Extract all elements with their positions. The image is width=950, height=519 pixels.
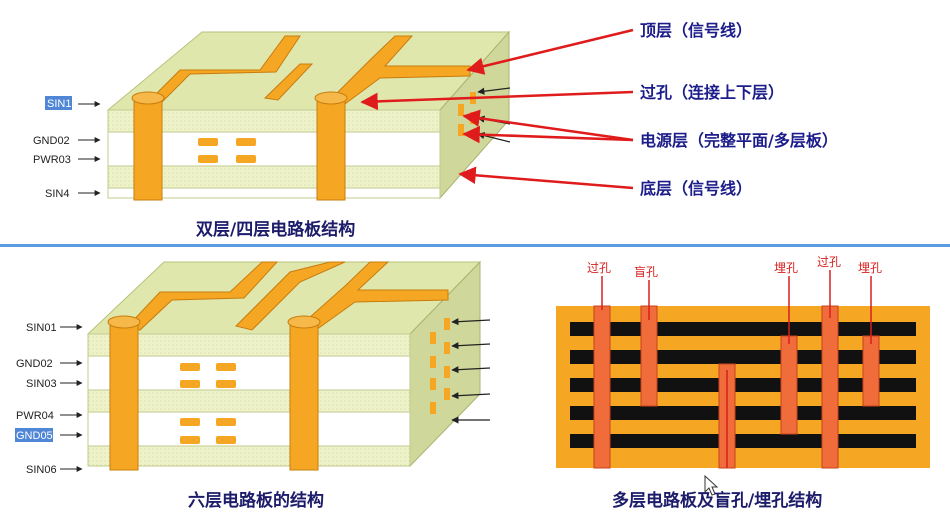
layer-front	[87, 411, 411, 447]
side-pad	[430, 402, 436, 414]
caption-six-layer: 六层电路板的结构	[188, 490, 324, 511]
black-layer	[570, 322, 916, 336]
caption-four-layer: 双层/四层电路板结构	[196, 219, 355, 240]
hole-label: 埋孔	[858, 261, 882, 275]
arrow-power-1	[462, 109, 634, 142]
side-pad	[458, 104, 464, 116]
arrow-bottom-layer	[458, 166, 634, 190]
callout-power-layer: 电源层（完整平面/多层板）	[640, 131, 838, 150]
hole-label: 盲孔	[634, 264, 658, 279]
six-layer-labels: SIN01 GND02 SIN03 PWR04 GND05 SIN06	[15, 322, 83, 476]
via-right	[289, 319, 319, 471]
side-arrow	[451, 392, 491, 400]
layer-label: GND02	[16, 358, 53, 370]
side-pad	[444, 318, 450, 330]
layer-gnd-pwr-front	[107, 131, 441, 167]
top-trace-mid	[263, 63, 314, 101]
callout-top-layer: 顶层（信号线）	[640, 21, 752, 40]
side-pad	[444, 388, 450, 400]
via-left	[133, 95, 163, 201]
inner-pad	[216, 418, 236, 426]
layer-label: PWR04	[16, 410, 54, 422]
blind-via	[640, 305, 658, 407]
arrow-power-2	[462, 125, 634, 144]
side-arrow	[477, 87, 511, 95]
buried-via	[780, 335, 798, 435]
inner-pad	[198, 155, 218, 163]
layer-label: SIN4	[45, 188, 69, 200]
caption-via-structure: 多层电路板及盲孔/埋孔结构	[612, 490, 822, 511]
via-left-pad	[131, 91, 165, 105]
inner-pad	[180, 418, 200, 426]
via-cross-section	[556, 270, 930, 469]
top-trace-right	[298, 261, 449, 331]
buried-via-right	[862, 335, 880, 407]
layer-bottom-front	[107, 187, 441, 199]
black-layer	[570, 406, 916, 420]
inner-pad	[216, 380, 236, 388]
inner-pad	[180, 363, 200, 371]
callout-arrows	[360, 28, 634, 190]
layer-label: SIN01	[26, 322, 57, 334]
callout-via: 过孔（连接上下层）	[640, 83, 784, 102]
side-pad	[430, 356, 436, 368]
gnd05-highlight	[15, 428, 53, 442]
callout-bottom-layer: 底层（信号线）	[640, 179, 752, 198]
side-pad	[430, 378, 436, 390]
layer-label: SIN06	[26, 464, 57, 476]
layer-label: SIN1	[47, 98, 71, 110]
inner-pad	[198, 138, 218, 146]
side-pad	[458, 124, 464, 136]
hole-label: 过孔	[817, 255, 841, 269]
via-right	[316, 95, 346, 201]
arrow-top-layer	[466, 28, 634, 75]
six-layer-board	[86, 260, 491, 471]
hole-label: 过孔	[587, 261, 611, 275]
layer-label: SIN03	[26, 378, 57, 390]
side-arrow	[451, 318, 491, 326]
sin1-highlight	[45, 96, 72, 110]
inner-pad	[216, 436, 236, 444]
arrow-via	[360, 90, 634, 111]
layer-label: GND05	[16, 430, 53, 442]
side-pad	[430, 332, 436, 344]
four-layer-board	[106, 30, 511, 201]
layer-front	[87, 355, 411, 391]
panel-divider	[0, 244, 950, 247]
layer-front	[87, 445, 411, 467]
black-layer	[570, 434, 916, 448]
layer-label: GND02	[33, 135, 70, 147]
inner-pad	[180, 436, 200, 444]
via-right-pad	[287, 315, 321, 329]
through-via-right	[821, 305, 839, 469]
inner-pad	[236, 138, 256, 146]
side-pad	[444, 342, 450, 354]
layer-label: PWR03	[33, 154, 71, 166]
side-arrow	[451, 366, 491, 374]
via-right-pad	[314, 91, 348, 105]
via-left-pad	[107, 315, 141, 329]
top-trace-left	[149, 35, 301, 105]
mouse-cursor-icon	[704, 474, 719, 496]
inner-pad	[236, 155, 256, 163]
inner-pad	[216, 363, 236, 371]
top-trace-mid	[235, 261, 346, 331]
side-arrow	[451, 342, 491, 350]
top-trace-left	[127, 261, 279, 331]
four-layer-labels: SIN1 GND02 PWR03 SIN4	[33, 96, 101, 200]
inner-pad	[180, 380, 200, 388]
via-left	[109, 319, 139, 471]
top-trace-right	[329, 35, 471, 105]
through-via-left	[593, 305, 611, 469]
side-pad	[444, 366, 450, 378]
hole-label: 埋孔	[774, 261, 798, 275]
